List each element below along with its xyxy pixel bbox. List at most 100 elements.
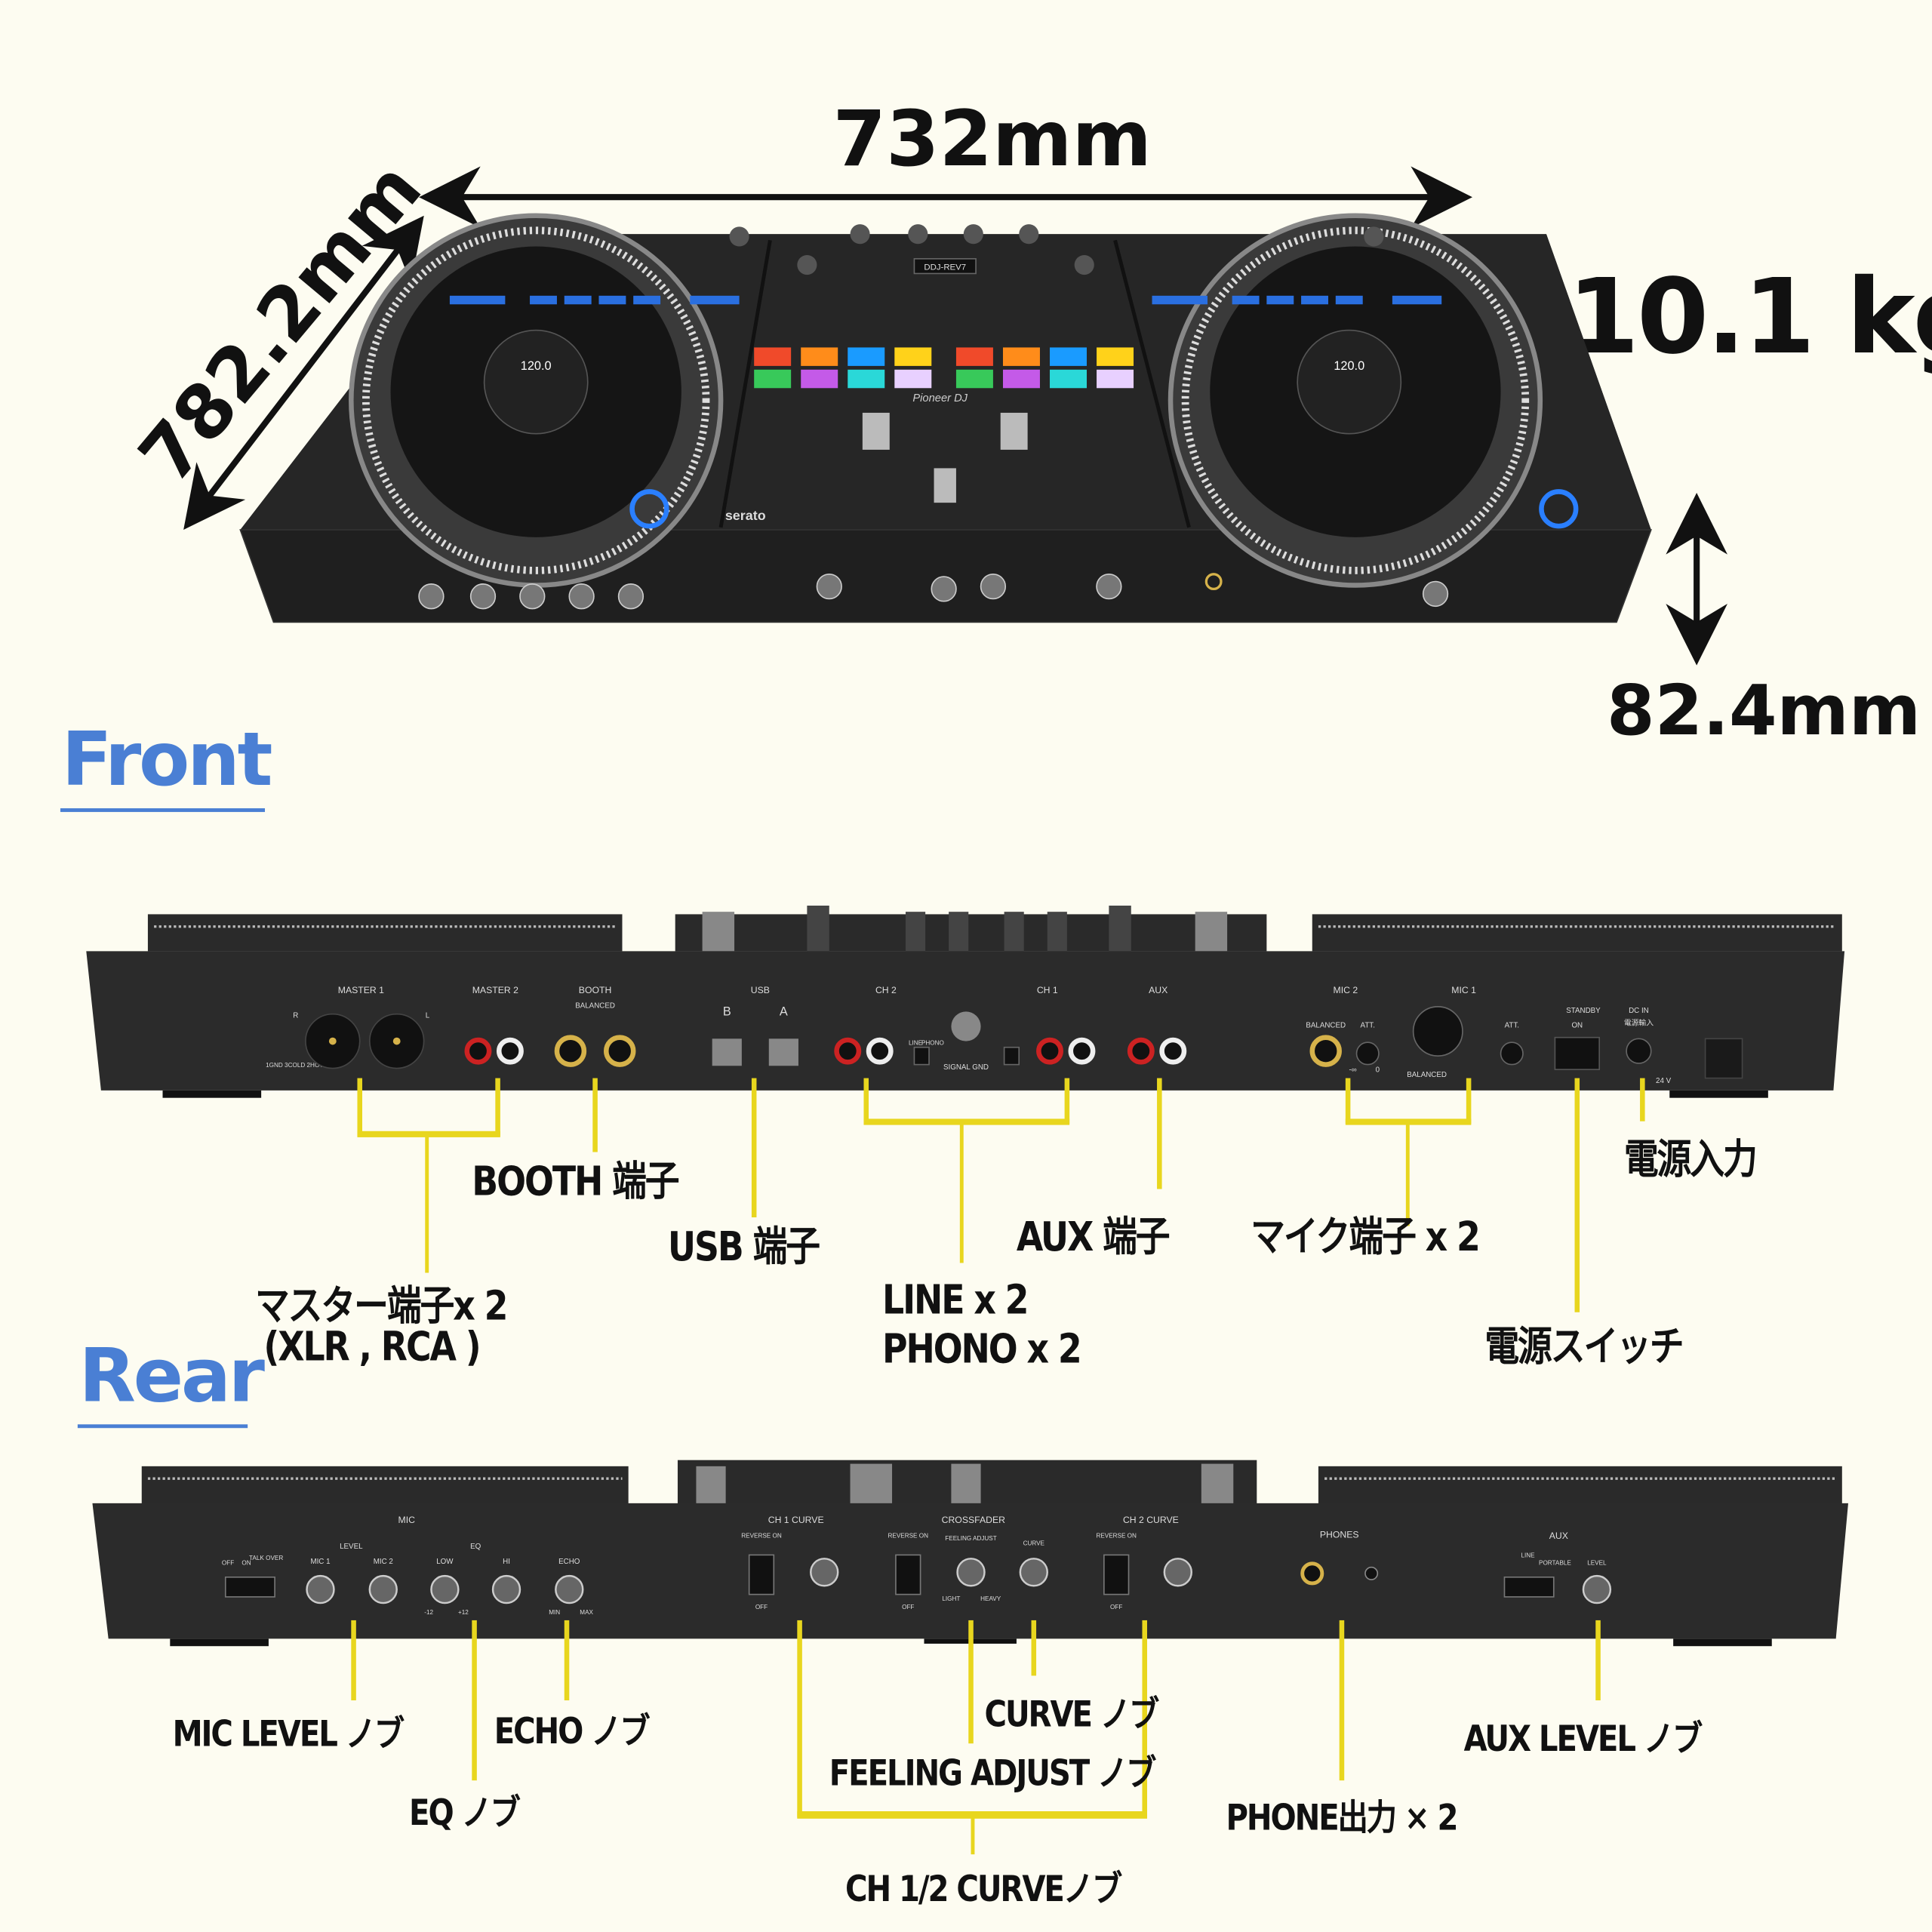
front-level-label: LEVEL	[340, 1543, 363, 1551]
serato-logo: serato	[725, 508, 766, 523]
rear-zero-label: 0	[1376, 1066, 1380, 1074]
rear-l-label: L	[426, 1012, 430, 1020]
callout-mic-level: MIC LEVEL ノブ	[172, 1712, 405, 1755]
xlr-connectors	[305, 1013, 425, 1069]
front-mic1-label: MIC 1	[310, 1558, 330, 1566]
rear-dcin-label: DC IN	[1629, 1007, 1649, 1015]
model-name: DDJ-REV7	[924, 263, 966, 272]
front-off-1: OFF	[755, 1604, 768, 1611]
callout-booth: BOOTH 端子	[472, 1157, 679, 1205]
rear-line-label: LINE	[909, 1039, 923, 1046]
rear-att1-label: ATT.	[1505, 1022, 1519, 1030]
booth-jacks	[554, 1035, 1342, 1067]
callout-echo: ECHO ノブ	[494, 1710, 651, 1752]
section-title-front: Front	[61, 717, 273, 804]
rear-panel: MASTER 1 MASTER 2 BOOTH BALANCED USB B A…	[86, 905, 1845, 1098]
rear-xlr-pins-label: 1GND 3COLD 2HOT	[266, 1062, 323, 1069]
callout-curve: CURVE ノブ	[984, 1693, 1159, 1735]
rear-mic2-balanced-label: BALANCED	[1306, 1022, 1346, 1030]
callout-aux-level: AUX LEVEL ノブ	[1463, 1717, 1703, 1760]
front-echo-label: ECHO	[558, 1558, 580, 1566]
rear-att2-label: ATT.	[1361, 1022, 1375, 1030]
front-off-x: OFF	[902, 1604, 914, 1611]
rear-ch1-label: CH 1	[1037, 985, 1058, 995]
rear-aux-label: AUX	[1149, 985, 1168, 995]
front-light-label: LIGHT	[942, 1595, 960, 1602]
height-dimension: 82.4mm	[1606, 671, 1921, 752]
signal-gnd-screw	[951, 1011, 981, 1041]
rear-mic1-balanced-label: BALANCED	[1407, 1071, 1447, 1079]
rear-usb-a-label: A	[780, 1004, 788, 1018]
front-panel: MIC LEVEL EQ MIC 1 MIC 2 LOW HI ECHO OFF…	[92, 1460, 1848, 1647]
front-hi-label: HI	[503, 1558, 510, 1566]
rear-standby-label: STANDBY	[1566, 1007, 1601, 1015]
rear-usb-label: USB	[751, 985, 770, 995]
front-min-label: MIN	[549, 1609, 560, 1616]
front-feeling-adjust-label: FEELING ADJUST	[945, 1535, 996, 1542]
phones-mini-jack	[1364, 1566, 1379, 1580]
front-curve-label: CURVE	[1023, 1540, 1045, 1546]
callout-phone: PHONE出力 × 2	[1226, 1796, 1458, 1838]
front-heavy-label: HEAVY	[980, 1595, 1001, 1602]
front-reverse-x: REVERSE ON	[888, 1533, 929, 1540]
front-phones-label: PHONES	[1320, 1530, 1359, 1540]
right-platter: 120.0	[1168, 213, 1579, 588]
front-low-label: LOW	[436, 1558, 454, 1566]
depth-arrow	[183, 215, 424, 530]
front-knobs	[306, 1558, 1612, 1604]
front-reverse-1: REVERSE ON	[741, 1533, 782, 1540]
front-line-label: LINE	[1521, 1552, 1535, 1559]
front-reverse-2: REVERSE ON	[1096, 1533, 1137, 1540]
rear-r-label: R	[293, 1012, 298, 1020]
front-max-label: MAX	[580, 1609, 593, 1616]
callout-usb: USB 端子	[667, 1222, 820, 1271]
rear-voltage-label: 24 V	[1656, 1077, 1672, 1085]
front-mic-label: MIC	[398, 1515, 416, 1525]
rear-title-underline	[77, 1424, 248, 1429]
front-off-2: OFF	[1110, 1604, 1122, 1611]
dimension-arrows: 120.0 120.0	[183, 166, 1727, 666]
front-minus12-label: -12	[424, 1609, 433, 1616]
front-switches	[224, 1554, 1555, 1598]
rear-dcin-jp-label: 電源輸入	[1624, 1017, 1654, 1027]
callout-ch-curve: CH 1/2 CURVEノブ	[844, 1868, 1122, 1910]
callout-line: LINE x 2	[881, 1275, 1029, 1324]
weight-label: 10.1 kg	[1567, 256, 1932, 377]
rear-mic2-label: MIC 2	[1334, 985, 1358, 995]
callout-master-sub: (XLR , RCA )	[263, 1321, 481, 1371]
front-on-label: ON	[242, 1559, 251, 1566]
rear-phono-label: PHONO	[921, 1039, 944, 1046]
callout-mic: マイク端子 x 2	[1251, 1212, 1481, 1261]
front-aux-label: AUX	[1549, 1531, 1568, 1541]
rear-balanced-label: BALANCED	[575, 1002, 615, 1011]
callout-phono: PHONO x 2	[881, 1324, 1082, 1373]
front-eq-label: EQ	[470, 1543, 481, 1551]
front-talkover-label: TALK OVER	[249, 1555, 283, 1561]
callout-power-switch: 電源スイッチ	[1484, 1321, 1684, 1371]
rear-master2-label: MASTER 2	[472, 985, 518, 995]
rear-ch2-label: CH 2	[875, 985, 897, 995]
front-mic2-label: MIC 2	[374, 1558, 393, 1566]
brand-logo: Pioneer DJ	[912, 392, 968, 405]
power-switch	[1554, 1036, 1600, 1070]
front-aux-level-label: LEVEL	[1587, 1559, 1607, 1566]
callout-master: マスター端子x 2	[254, 1281, 508, 1330]
rear-master1-label: MASTER 1	[338, 985, 384, 995]
section-title-rear: Rear	[78, 1333, 265, 1420]
front-title-underline	[60, 808, 266, 812]
rca-connectors	[464, 1037, 1187, 1065]
rear-minus-inf-label: -∞	[1349, 1066, 1357, 1074]
front-portable-label: PORTABLE	[1539, 1559, 1571, 1566]
rear-signal-gnd-label: SIGNAL GND	[943, 1063, 989, 1072]
rear-on-label: ON	[1571, 1022, 1583, 1030]
rear-mic1-label: MIC 1	[1451, 985, 1476, 995]
callout-eq: EQ ノブ	[409, 1791, 521, 1834]
front-ch2-curve-label: CH 2 CURVE	[1123, 1515, 1179, 1525]
left-bpm: 120.0	[521, 359, 552, 373]
front-plus12-label: +12	[458, 1609, 469, 1616]
front-crossfader-label: CROSSFADER	[942, 1515, 1005, 1525]
rear-usb-b-label: B	[723, 1004, 731, 1018]
callout-feeling-adjust: FEELING ADJUST ノブ	[829, 1752, 1157, 1795]
phones-jack	[1300, 1561, 1324, 1586]
